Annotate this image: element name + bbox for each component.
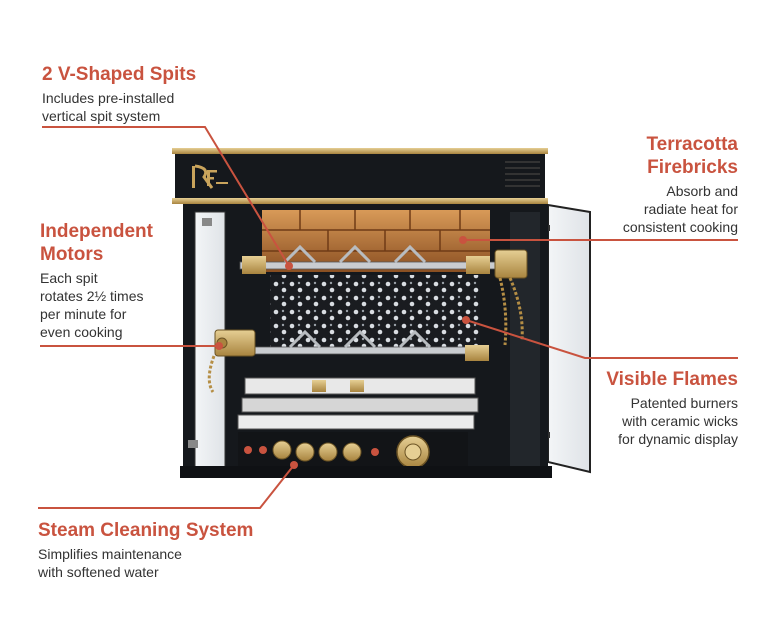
- callout-steam-cleaning-system: Steam Cleaning System Simplifies mainten…: [38, 519, 253, 581]
- hood-vent: [505, 161, 540, 187]
- drip-trays: [237, 377, 479, 430]
- callout-independent-motors: Independent Motors Each spit rotates 2½ …: [40, 220, 153, 341]
- callout-title: Terracotta Firebricks: [646, 134, 738, 178]
- callout-v-shaped-spits: 2 V-Shaped Spits Includes pre-installed …: [42, 63, 196, 125]
- ceramic-flame-panel: [270, 275, 480, 353]
- callout-description: Includes pre-installed vertical spit sys…: [42, 90, 175, 124]
- cabinet-base: [180, 466, 552, 478]
- callout-description: Absorb and radiate heat for consistent c…: [622, 183, 738, 235]
- leader-lines: [38, 126, 738, 509]
- callout-description: Each spit rotates 2½ times per minute fo…: [40, 270, 144, 340]
- callout-description: Simplifies maintenance with softened wat…: [38, 546, 182, 580]
- callout-title: Steam Cleaning System: [38, 520, 254, 541]
- callout-title: 2 V-Shaped Spits: [42, 64, 197, 85]
- callout-visible-flames: Visible Flames Patented burners with cer…: [606, 368, 738, 448]
- callout-title: Visible Flames: [606, 369, 738, 390]
- callout-terracotta-firebricks: Terracotta Firebricks Absorb and radiate…: [623, 133, 738, 236]
- top-hood: [172, 148, 548, 204]
- rf-monogram-logo: [192, 164, 228, 189]
- independent-motors: [207, 249, 528, 393]
- control-panel: [238, 432, 468, 472]
- callout-title: Independent Motors: [40, 221, 153, 265]
- callout-description: Patented burners with ceramic wicks for …: [618, 395, 738, 447]
